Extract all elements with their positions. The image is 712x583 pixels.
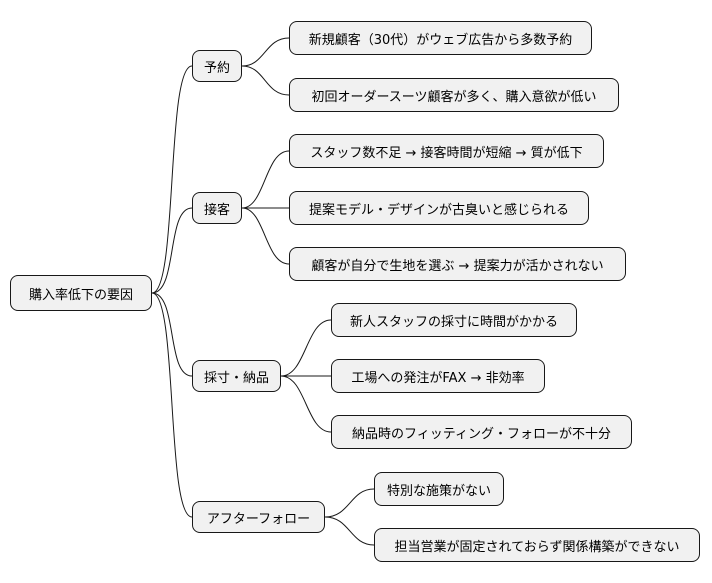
branch-node-saisun: 採寸・納品 — [192, 360, 281, 392]
root-node: 購入率低下の要因 — [10, 275, 152, 311]
connector-root-saisun — [151, 292, 193, 377]
leaf-node: 提案モデル・デザインが古臭いと感じられる — [289, 191, 589, 225]
connector-after-1 — [324, 488, 375, 518]
connector-after-2 — [324, 516, 375, 546]
connector-root-after — [151, 292, 193, 518]
leaf-node: 特別な施策がない — [374, 472, 504, 506]
leaf-node: 新規顧客（30代）がウェブ広告から多数予約 — [289, 21, 592, 55]
connector-sekkyaku-3 — [241, 207, 290, 265]
connector-root-sekkyaku — [151, 207, 193, 294]
connector-saisun-1 — [280, 319, 332, 377]
leaf-node: 初回オーダースーツ顧客が多く、購入意欲が低い — [289, 78, 619, 112]
branch-node-yoyaku: 予約 — [192, 50, 242, 82]
leaf-node: 工場への発注がFAX → 非効率 — [331, 359, 545, 393]
leaf-node: 担当営業が固定されておらず関係構築ができない — [374, 528, 700, 562]
leaf-node: スタッフ数不足 → 接客時間が短縮 → 質が低下 — [289, 134, 604, 168]
connector-sekkyaku-1 — [241, 150, 290, 209]
connector-root-yoyaku — [151, 65, 193, 294]
leaf-node: 納品時のフィッティング・フォローが不十分 — [331, 415, 632, 449]
branch-node-after: アフターフォロー — [192, 501, 325, 533]
branch-node-sekkyaku: 接客 — [192, 192, 242, 224]
leaf-node: 新人スタッフの採寸に時間がかかる — [331, 303, 577, 337]
leaf-node: 顧客が自分で生地を選ぶ → 提案力が活かされない — [289, 247, 626, 281]
connector-yoyaku-1 — [241, 37, 290, 67]
connector-yoyaku-2 — [241, 65, 290, 96]
connector-saisun-3 — [280, 375, 332, 433]
